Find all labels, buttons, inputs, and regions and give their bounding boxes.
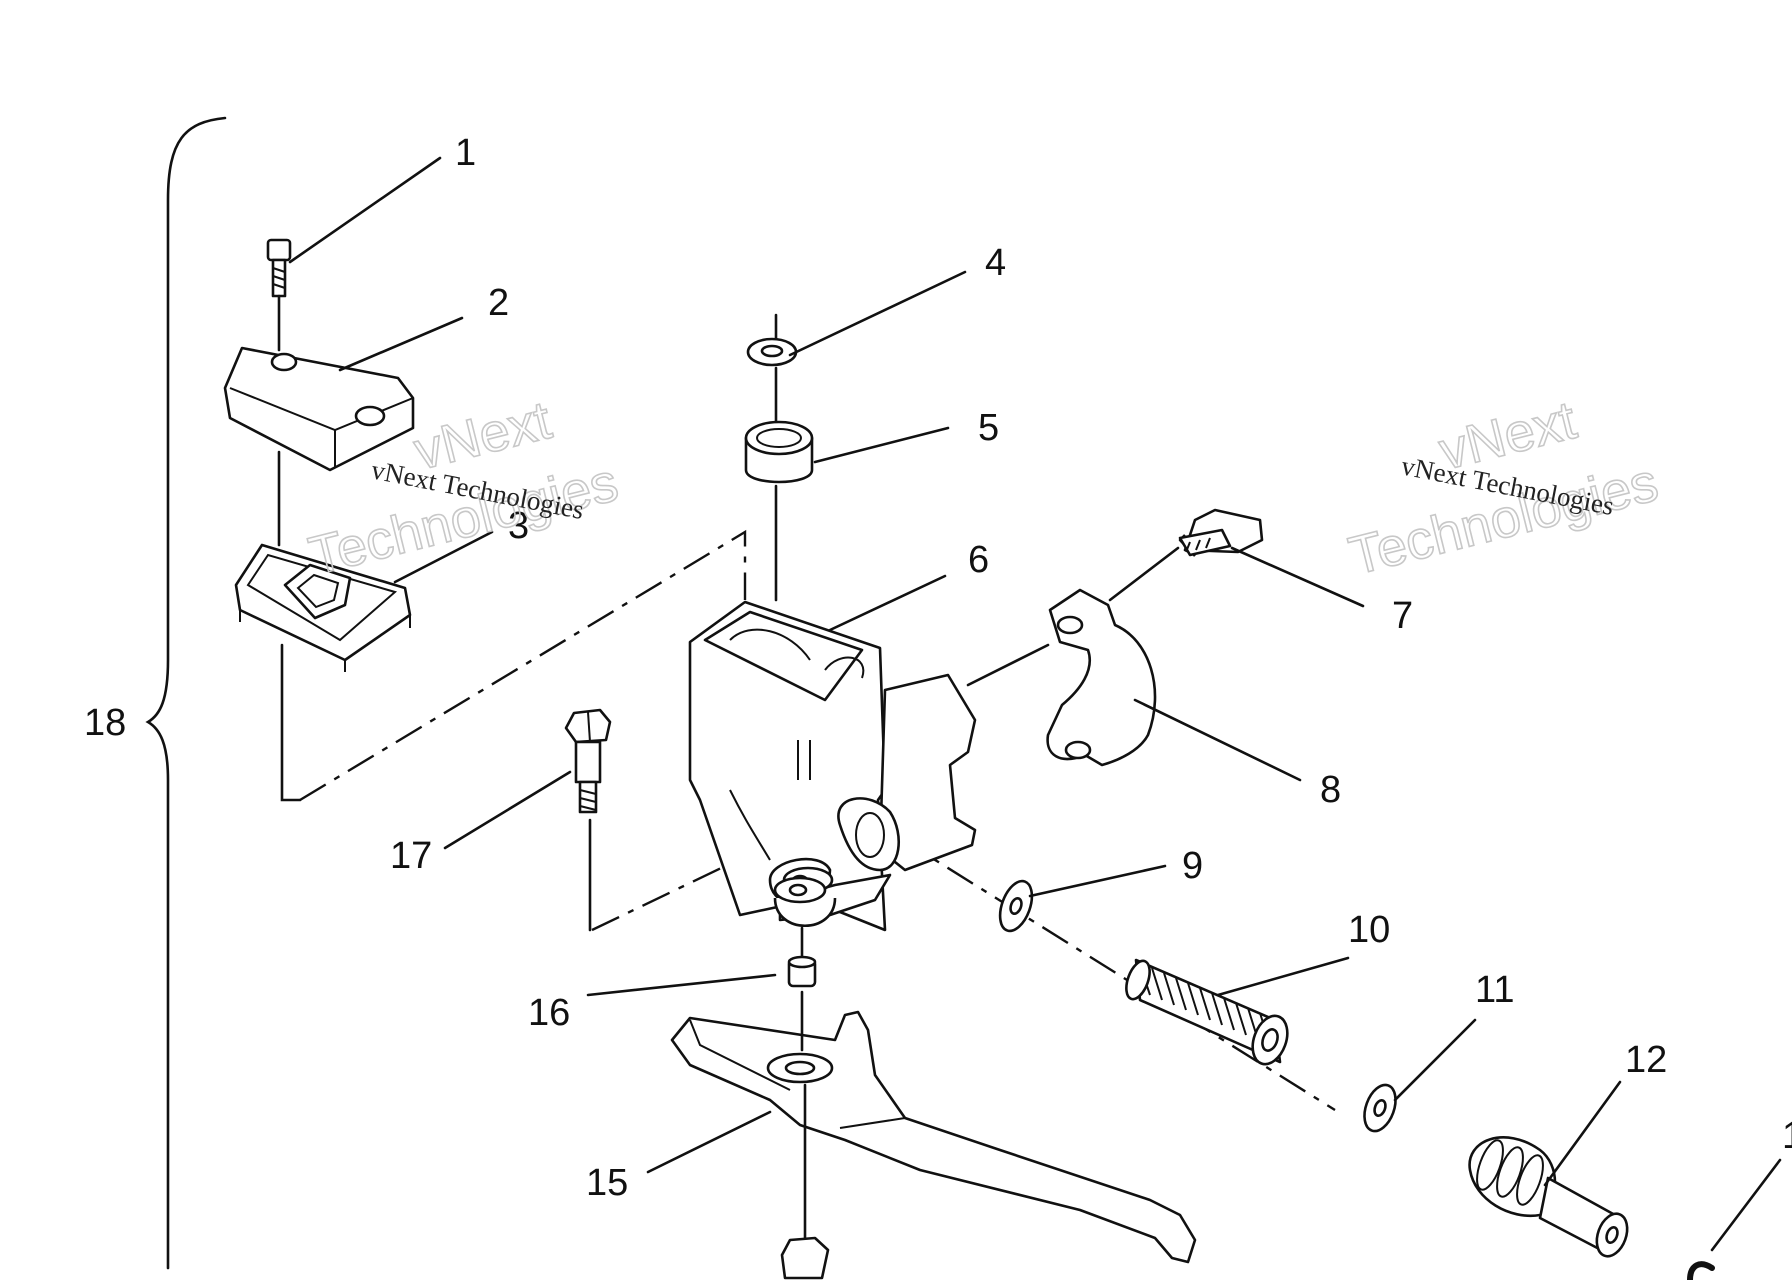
callout-17: 17 [390,835,432,877]
part-17-pivot-bolt [564,708,612,814]
callout-5: 5 [978,407,999,449]
part-10-spring [1125,958,1289,1066]
part-4-washer [746,313,798,424]
callout-2: 2 [488,282,509,324]
callout-11: 11 [1475,969,1514,1011]
callout-4: 4 [985,242,1006,284]
callout-13: 13 [1782,1115,1792,1157]
part-3-diaphragm [234,543,412,672]
alignment-line-left [299,529,747,802]
callout-labels: 1 2 3 4 5 6 7 8 9 10 11 12 13 15 16 17 1… [84,132,1792,1204]
callout-1: 1 [455,132,476,174]
lever-nut [780,1236,830,1280]
callout-10: 10 [1348,909,1390,951]
part-7-clamp-bolt [1108,508,1264,602]
callout-15: 15 [586,1162,628,1204]
part-5-bushing [744,420,814,602]
part-13-ring [1687,1261,1715,1280]
part-2-cover [223,346,415,472]
callout-7: 7 [1392,595,1413,637]
callout-9: 9 [1182,845,1203,887]
callout-12: 12 [1625,1039,1667,1081]
leader-lines [288,156,1782,1252]
callout-18: 18 [84,702,126,744]
part-9-washer [998,879,1034,933]
part-15-lever [670,1010,1197,1264]
part-11-washer [1363,1083,1397,1133]
part-16-bushing [787,926,817,1247]
callout-3: 3 [508,505,529,547]
part-1-screw [266,238,292,352]
callout-8: 8 [1320,769,1341,811]
callout-6: 6 [968,539,989,581]
part-12-piston [1468,1136,1629,1258]
callout-16: 16 [528,992,570,1034]
part-6-master-cylinder [688,600,977,932]
assembly-brace [145,116,227,1270]
watermark-right: vNext Technologies vNext Technologies [1343,389,1665,587]
part-8-clamp [1046,588,1157,767]
